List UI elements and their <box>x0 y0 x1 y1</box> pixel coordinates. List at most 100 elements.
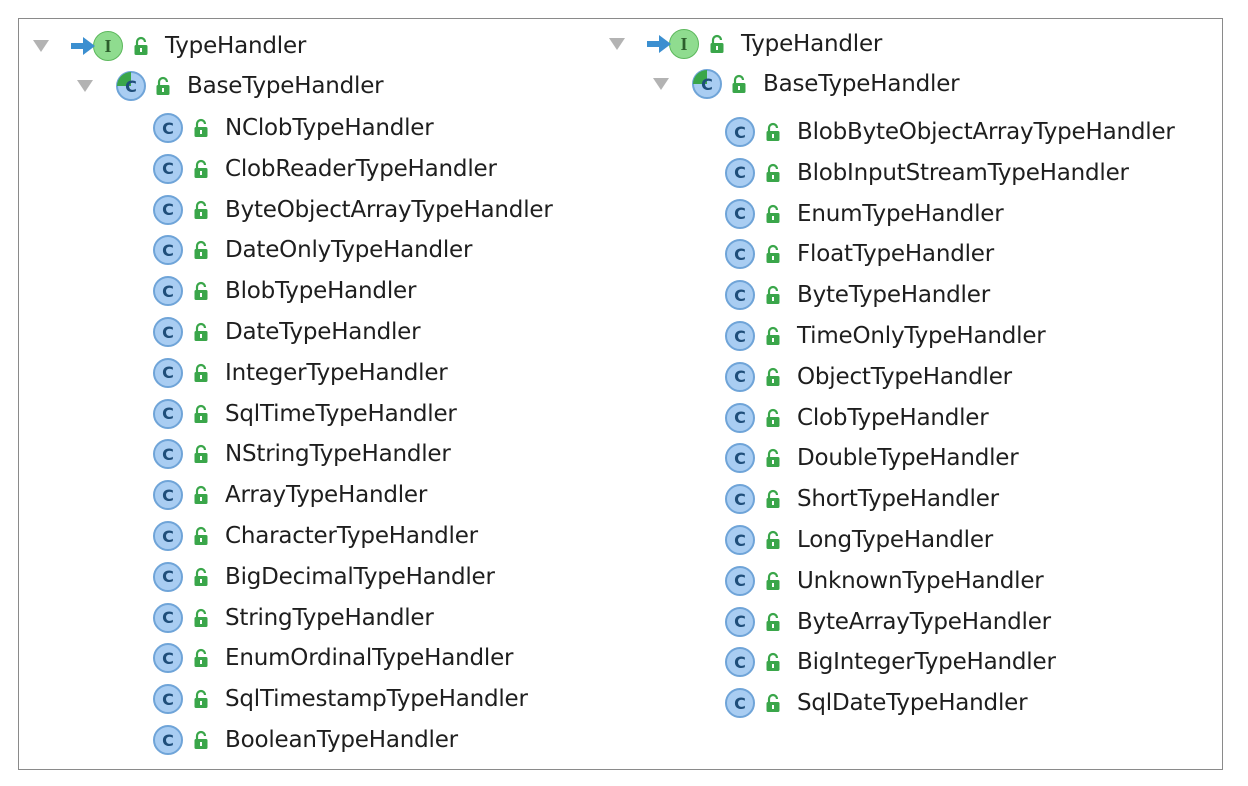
public-lock-icon <box>194 690 208 709</box>
class-icon: C <box>153 194 183 225</box>
class-icon: C <box>725 688 755 719</box>
tree-node-base[interactable]: C BaseTypeHandler <box>77 69 384 103</box>
public-lock-icon <box>194 363 208 382</box>
node-label: SqlTimeTypeHandler <box>225 400 457 427</box>
public-lock-icon <box>766 204 780 223</box>
class-icon: C <box>725 280 755 311</box>
node-label: EnumTypeHandler <box>797 200 1004 227</box>
implements-arrow-icon <box>647 35 671 53</box>
node-label: BlobTypeHandler <box>225 278 417 305</box>
class-icon: C <box>725 321 755 351</box>
public-lock-icon <box>194 241 208 260</box>
public-lock-icon <box>194 608 208 627</box>
public-lock-icon <box>766 571 780 590</box>
node-label: ByteObjectArrayTypeHandler <box>225 196 553 223</box>
tree-node-class[interactable]: C ArrayTypeHandler <box>153 478 427 512</box>
public-lock-icon <box>766 408 780 427</box>
node-label: ClobTypeHandler <box>797 404 989 431</box>
class-icon: C <box>153 725 183 755</box>
node-label: SqlTimestampTypeHandler <box>225 686 528 713</box>
node-label: LongTypeHandler <box>797 527 994 553</box>
expand-toggle-icon[interactable] <box>77 80 93 92</box>
abstract-class-icon: C <box>116 71 146 101</box>
tree-node-class[interactable]: C BlobByteObjectArrayTypeHandler <box>725 115 1175 149</box>
node-label: BaseTypeHandler <box>763 71 960 97</box>
public-lock-icon <box>766 122 780 141</box>
class-icon: C <box>725 484 755 515</box>
node-label: UnknownTypeHandler <box>797 567 1044 594</box>
tree-node-root[interactable]: I TypeHandler <box>33 29 306 63</box>
node-label: BooleanTypeHandler <box>225 727 458 753</box>
class-icon: C <box>725 402 755 433</box>
public-lock-icon <box>766 326 780 345</box>
tree-node-class[interactable]: C ByteObjectArrayTypeHandler <box>153 193 553 227</box>
public-lock-icon <box>766 286 780 305</box>
node-label: BlobInputStreamTypeHandler <box>797 159 1129 186</box>
node-label: IntegerTypeHandler <box>225 359 448 386</box>
tree-node-class[interactable]: C ClobTypeHandler <box>725 401 989 435</box>
class-icon: C <box>725 443 755 474</box>
public-lock-icon <box>766 694 780 713</box>
class-icon: C <box>153 113 183 143</box>
class-icon: C <box>153 684 183 715</box>
node-label: ClobReaderTypeHandler <box>225 155 497 182</box>
class-icon: C <box>153 521 183 551</box>
class-icon: C <box>153 357 183 388</box>
public-lock-icon <box>732 74 746 93</box>
public-lock-icon <box>194 567 208 586</box>
expand-toggle-icon[interactable] <box>609 38 625 50</box>
interface-icon: I <box>93 31 123 61</box>
public-lock-icon <box>134 36 148 55</box>
class-icon: C <box>725 117 755 147</box>
tree-node-class[interactable]: C SqlTimeTypeHandler <box>153 397 457 431</box>
class-icon: C <box>153 480 183 511</box>
public-lock-icon <box>766 490 780 509</box>
tree-node-class[interactable]: C BooleanTypeHandler <box>153 723 458 757</box>
expand-toggle-icon[interactable] <box>33 40 49 52</box>
public-lock-icon <box>194 404 208 423</box>
tree-node-class[interactable]: C BlobInputStreamTypeHandler <box>725 156 1129 190</box>
public-lock-icon <box>766 245 780 264</box>
node-label: ArrayTypeHandler <box>225 482 428 509</box>
public-lock-icon <box>194 649 208 668</box>
node-label: StringTypeHandler <box>225 604 434 631</box>
node-label: TypeHandler <box>165 33 307 59</box>
public-lock-icon <box>194 730 208 749</box>
tree-node-class[interactable]: C IntegerTypeHandler <box>153 356 448 390</box>
node-label: BigDecimalTypeHandler <box>225 563 495 590</box>
node-label: DateOnlyTypeHandler <box>225 237 473 264</box>
tree-node-class[interactable]: C SqlTimestampTypeHandler <box>153 682 528 716</box>
class-icon: C <box>153 398 183 429</box>
expand-toggle-icon[interactable] <box>653 78 669 90</box>
public-lock-icon <box>766 449 780 468</box>
tree-node-root[interactable]: I TypeHandler <box>609 27 882 61</box>
class-icon: C <box>725 239 755 270</box>
implements-arrow-icon <box>71 37 95 55</box>
node-label: BlobByteObjectArrayTypeHandler <box>797 119 1175 145</box>
class-icon: C <box>725 157 755 188</box>
tree-node-base[interactable]: C BaseTypeHandler <box>653 67 960 101</box>
